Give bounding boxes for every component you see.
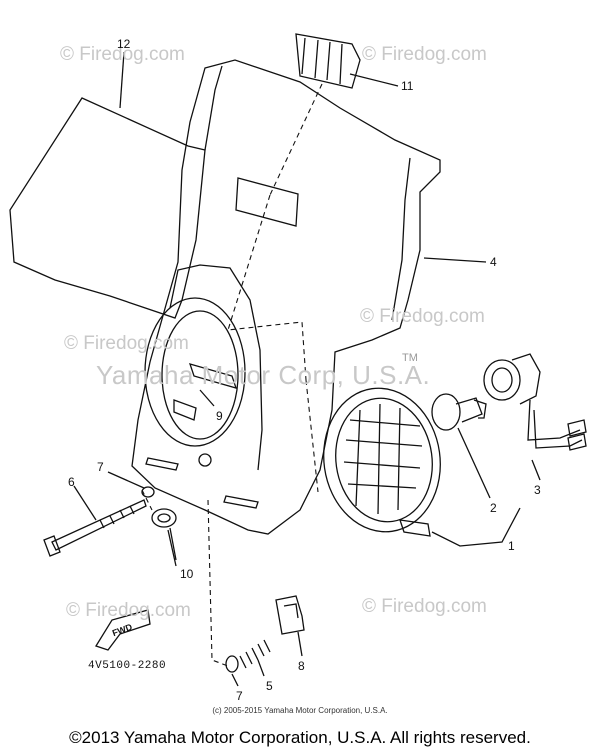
callout-1: 1: [508, 539, 515, 553]
callout-4: 4: [490, 255, 497, 269]
callout-8: 8: [298, 659, 305, 673]
callout-5: 5: [266, 679, 273, 693]
headlight-unit: [323, 387, 441, 537]
callout-12: 12: [117, 37, 131, 51]
watermark-low-right: © Firedog.com: [362, 596, 487, 617]
watermark-bottom-left: © Firedog.com: [66, 600, 191, 621]
callout-10: 10: [180, 567, 194, 581]
footer-copyright: ©2013 Yamaha Motor Corporation, U.S.A. A…: [69, 728, 531, 747]
watermark-top-right: © Firedog.com: [362, 44, 487, 65]
fwd-arrow-icon: [95, 609, 151, 651]
callout-3: 3: [534, 483, 541, 497]
spring-nut-assembly: [225, 595, 305, 673]
assembly-lines: [141, 83, 323, 667]
socket-part-3: [483, 353, 587, 451]
watermark-center: Yamaha Motor Corp, U.S.A.: [96, 360, 431, 390]
bulb-part-2: [431, 393, 487, 431]
trademark-mark: TM: [402, 352, 418, 364]
number-plate: [9, 97, 206, 319]
watermark-top-left: © Firedog.com: [60, 44, 185, 65]
leader-lines: [73, 51, 541, 687]
grommet-part-10: [151, 508, 177, 561]
callout-6: 6: [68, 475, 75, 489]
clip-part-9: [173, 363, 238, 421]
diagram-part-number: 4V5100-2280: [88, 660, 167, 672]
callout-7-lower: 7: [236, 689, 243, 703]
watermark-mid-left: © Firedog.com: [64, 333, 189, 354]
callout-2: 2: [490, 501, 497, 515]
headlight-cowl: [131, 59, 441, 535]
callout-11: 11: [401, 79, 414, 93]
grommet-part-11: [295, 33, 361, 89]
callout-7-upper: 7: [97, 460, 104, 474]
callout-9: 9: [216, 409, 223, 423]
small-copyright: (c) 2005-2015 Yamaha Motor Corporation, …: [212, 706, 388, 715]
bolt-part-6: [43, 486, 155, 557]
watermark-mid-right: © Firedog.com: [360, 306, 485, 327]
